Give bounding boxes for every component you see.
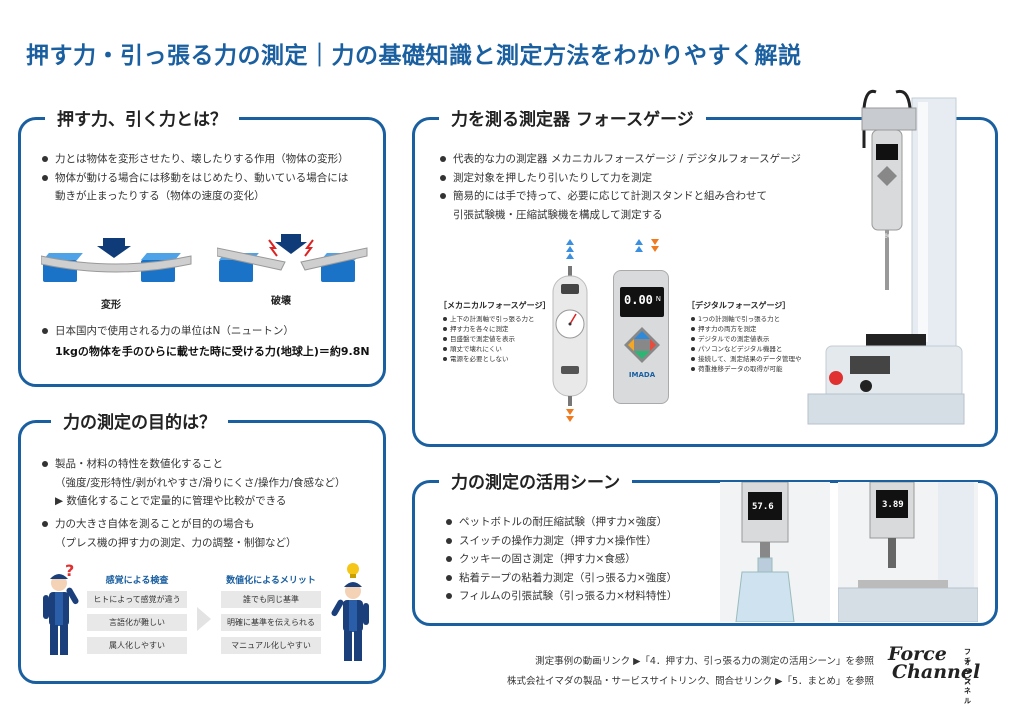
purpose-bullet-2: 力の大きさ自体を測ることが目的の場合も	[41, 515, 381, 534]
test-stand-image: 0.000	[806, 88, 966, 428]
force-heading: 押す力、引く力とは？	[45, 105, 239, 130]
force-bullet-2: 物体が動ける場合には移動をはじめたり、動いている場合には	[41, 169, 381, 188]
scene-bullet-3: クッキーの固さ測定（押す力×食感）	[445, 550, 725, 569]
broken-plate-icon	[217, 234, 368, 271]
gauge-bullet-2: 測定対象を押したり引いたりして力を測定	[439, 169, 839, 188]
footer-video-link[interactable]: 測定事例の動画リンク ▶「4．押す力、引っ張る力の測定の活用シーン」を参照	[535, 656, 874, 667]
purpose-bullet-1-result: ▶ 数値化することで定量的に管理や比較ができる	[55, 495, 287, 507]
scene-bullet-2: スイッチの操作力測定（押す力×操作性）	[445, 532, 725, 551]
digital-gauge-icon: 0.00 N IMADA	[613, 270, 669, 404]
mech-push-arrows	[562, 238, 578, 260]
question-mark-icon: ?	[65, 561, 75, 580]
mechanical-gauge-icon	[552, 266, 588, 406]
bottle-test-photo: 57.6	[720, 482, 830, 622]
numeric-box-2: 明確に基準を伝えられる	[221, 614, 321, 631]
worker-idea-icon	[331, 563, 369, 661]
digi-label: ［デジタルフォースゲージ］	[687, 301, 791, 310]
digi-readout: 0.00	[624, 293, 653, 307]
deform-illustration	[41, 232, 201, 292]
footer-site-link[interactable]: 株式会社イマダの製品・サービスサイトリンク、問合せリンク ▶「5．まとめ」を参照	[506, 676, 874, 687]
digi-unit: N	[655, 295, 661, 303]
mech-item-2: 押す力を各々に測定	[443, 324, 535, 334]
digi-push-arrows	[631, 238, 647, 253]
force-bullet-1: 力とは物体を変形させたり、壊したりする作用（物体の変形）	[41, 150, 381, 169]
sense-box-3: 属人化しやすい	[87, 637, 187, 654]
gauge-bullet-1: 代表的な力の測定器 メカニカルフォースゲージ / デジタルフォースゲージ	[439, 150, 839, 169]
photo1-readout: 57.6	[752, 502, 774, 512]
mech-item-1: 上下の計測軸で引っ張る力と	[443, 314, 535, 324]
mech-pull-arrows	[562, 408, 578, 423]
digi-item-2: 押す力の両方を測定	[691, 324, 801, 334]
purpose-card: 力の測定の目的は？ 製品・材料の特性を数値化すること （強度/変形特性/剥がれや…	[18, 408, 386, 684]
break-illustration	[217, 232, 377, 292]
purpose-bullet-1-sub: （強度/変形特性/剥がれやすさ/滑りにくさ/操作力/食感など）	[55, 477, 346, 489]
worker-confused-icon	[43, 574, 79, 655]
photo2-readout: 3.89	[882, 500, 904, 510]
tape-test-icon	[838, 482, 978, 622]
gauge-heading: 力を測る測定器 フォースゲージ	[439, 105, 706, 130]
logo-kana-2: チャンネル	[964, 657, 971, 705]
purpose-heading: 力の測定の目的は？	[51, 408, 228, 433]
numeric-heading: 数値化によるメリット	[226, 576, 316, 586]
numeric-box-3: マニュアル化しやすい	[221, 637, 321, 654]
force-card: 押す力、引く力とは？ 力とは物体を変形させたり、壊したりする作用（物体の変形） …	[18, 105, 386, 387]
purpose-bullet-1: 製品・材料の特性を数値化すること	[41, 455, 381, 474]
bent-plate-icon	[41, 238, 192, 273]
unit-bullet: 日本国内で使用される力の単位はN（ニュートン）	[41, 322, 381, 341]
scene-heading: 力の測定の活用シーン	[439, 468, 633, 493]
unit-note: 1kgの物体を手のひらに載せた時に受ける力(地球上)＝約9.8N	[55, 345, 370, 358]
digi-item-1: 1つの計測軸で引っ張る力と	[691, 314, 801, 324]
scene-bullet-4: 粘着テープの粘着力測定（引っ張る力×強度）	[445, 569, 725, 588]
digi-brand: IMADA	[628, 371, 656, 379]
force-bullet-2-cont: 動きが止まったりする（物体の速度の変化）	[55, 190, 265, 202]
digi-display: 0.00 N	[620, 287, 664, 317]
mech-item-5: 電源を必要としない	[443, 354, 535, 364]
logo-force: Force	[888, 643, 947, 665]
gauge-bullet-3-cont: 引張試験機・圧縮試験機を構成して測定する	[453, 209, 663, 221]
logo-channel: Channel	[892, 661, 981, 683]
scene-bullet-5: フィルムの引張試験（引っ張る力×材料特性）	[445, 587, 725, 606]
digi-pull-arrows-top	[647, 238, 663, 253]
digi-item-4: パソコンなどデジタル機器と	[691, 344, 801, 354]
sense-box-1: ヒトによって感覚が違う	[87, 591, 187, 608]
bottle-test-icon	[720, 482, 830, 622]
sense-box-2: 言語化が難しい	[87, 614, 187, 631]
mech-item-3: 目盛盤で測定値を表示	[443, 334, 535, 344]
arrow-right-icon	[197, 607, 211, 631]
purpose-bullet-2-sub: （プレス機の押す力の測定、力の調整・制御など）	[55, 537, 297, 549]
digi-keypad-icon	[624, 327, 660, 363]
logo-kana-1: フォース	[964, 648, 971, 686]
page-title: 押す力・引っ張る力の測定｜力の基礎知識と測定方法をわかりやすく解説	[26, 43, 802, 69]
test-stand-icon	[807, 89, 965, 425]
scene-bullet-1: ペットボトルの耐圧縮試験（押す力×強度）	[445, 513, 725, 532]
mech-label: ［メカニカルフォースゲージ］	[439, 301, 551, 310]
digi-item-6: 荷重推移データの取得が可能	[691, 364, 801, 374]
numeric-box-1: 誰でも同じ基準	[221, 591, 321, 608]
stand-readout: 0.000	[877, 233, 896, 240]
label-deform: 変形	[101, 300, 121, 311]
tape-test-photo: 3.89	[838, 482, 978, 622]
digi-item-5: 接続して、測定結果のデータ管理や	[691, 354, 801, 364]
digi-item-3: デジタルでの測定値表示	[691, 334, 801, 344]
mech-item-4: 頑丈で壊れにくい	[443, 344, 535, 354]
label-break: 破壊	[271, 296, 291, 307]
sense-heading: 感覚による検査	[105, 576, 169, 586]
gauge-bullet-3: 簡易的には手で持って、必要に応じて計測スタンドと組み合わせて	[439, 187, 839, 206]
